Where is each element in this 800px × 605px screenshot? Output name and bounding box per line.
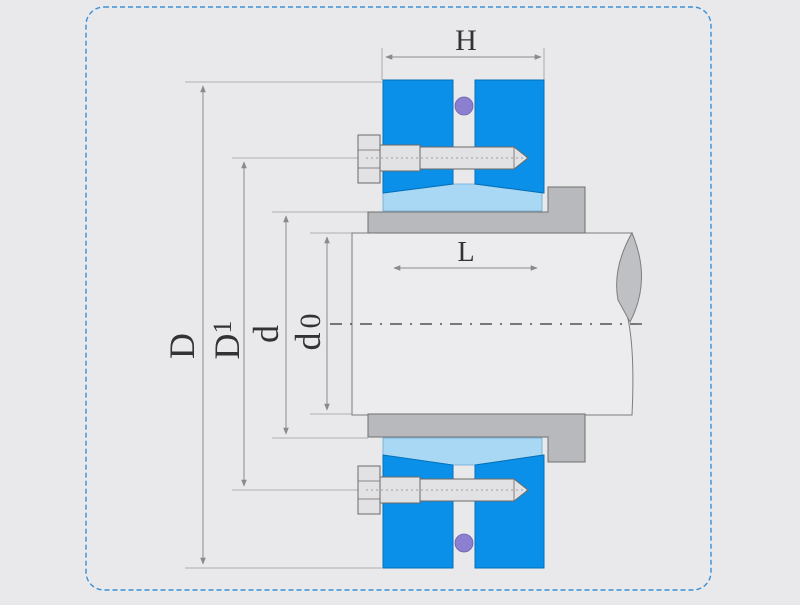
label-L: L	[457, 237, 474, 268]
bolt-icon	[357, 134, 530, 184]
label-d0: d0	[288, 314, 328, 351]
sleeve	[367, 186, 586, 463]
inner-cones	[382, 183, 543, 466]
label-H: H	[455, 24, 477, 57]
label-D1: D1	[207, 321, 247, 360]
seal-icon	[454, 533, 474, 553]
label-d: d	[246, 325, 286, 343]
seal-icon	[454, 96, 474, 116]
dimension-lines	[200, 54, 542, 565]
shaft-break-icon	[616, 231, 642, 324]
bolt-icon	[357, 465, 530, 515]
label-D: D	[162, 333, 202, 359]
shaft	[330, 231, 650, 416]
dashed-frame	[85, 6, 712, 591]
